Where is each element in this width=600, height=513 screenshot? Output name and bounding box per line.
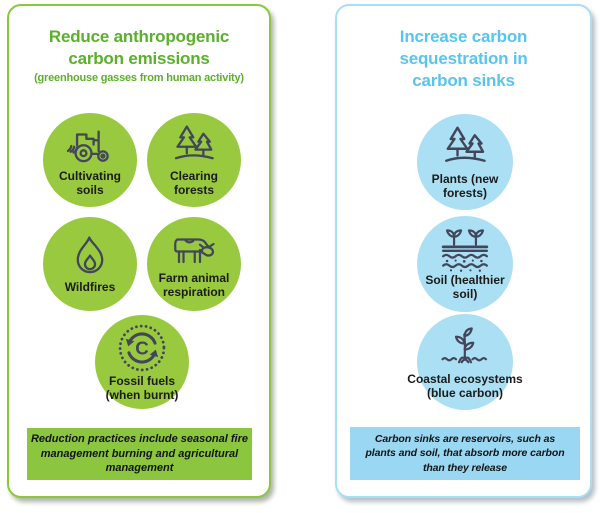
bubble-cultivating-soils: Cultivating soils	[43, 113, 137, 207]
carbon-cycle-icon: C	[118, 324, 166, 372]
soil-layers-icon	[441, 229, 489, 272]
flame-icon	[76, 236, 104, 274]
emissions-footer-text: Reduction practices include seasonal fir…	[30, 433, 248, 475]
sequestration-title: Increase carbon sequestration in carbon …	[399, 27, 528, 90]
emissions-subtitle: (greenhouse gasses from human activity)	[34, 71, 244, 84]
emissions-card: Reduce anthropogenic carbon emissions (g…	[7, 4, 271, 498]
svg-text:C: C	[135, 338, 148, 359]
bubble-farm-respiration: Farm animal respiration	[147, 217, 241, 311]
tractor-icon	[67, 130, 109, 163]
pine-trees-icon	[445, 126, 486, 163]
pine-trees-icon	[174, 125, 214, 160]
bubble-plants: Plants (new forests)	[417, 114, 513, 210]
bubble-label: Clearing forests	[169, 169, 218, 197]
bubble-label: Cultivating soils	[59, 169, 121, 197]
bubble-label: Plants (new forests)	[431, 172, 499, 200]
bubble-label: Farm animal respiration	[158, 271, 230, 299]
bubble-label: Coastal ecosystems (blue carbon)	[407, 372, 523, 400]
bubble-wildfires: Wildfires	[43, 217, 137, 311]
bubble-label: Wildfires	[64, 279, 116, 294]
bubble-soil: Soil (healthier soil)	[417, 216, 513, 312]
bubble-clearing-forests: Clearing forests	[147, 113, 241, 207]
cow-icon	[174, 238, 215, 264]
sequestration-card: Increase carbon sequestration in carbon …	[335, 4, 592, 498]
bubble-label: Soil (healthier soil)	[425, 273, 505, 301]
bubble-fossil-fuels: C Fossil fuels (when burnt)	[95, 315, 189, 409]
emissions-title: Reduce anthropogenic carbon emissions	[48, 27, 230, 68]
sequestration-footer-box: Carbon sinks are reservoirs, such as pla…	[350, 427, 580, 480]
coastal-plant-icon	[441, 327, 488, 364]
bubble-label: Fossil fuels (when burnt)	[105, 374, 179, 402]
emissions-footer-box: Reduction practices include seasonal fir…	[27, 428, 252, 480]
bubble-coastal: Coastal ecosystems (blue carbon)	[407, 314, 523, 410]
sequestration-footer-text: Carbon sinks are reservoirs, such as pla…	[365, 432, 565, 474]
